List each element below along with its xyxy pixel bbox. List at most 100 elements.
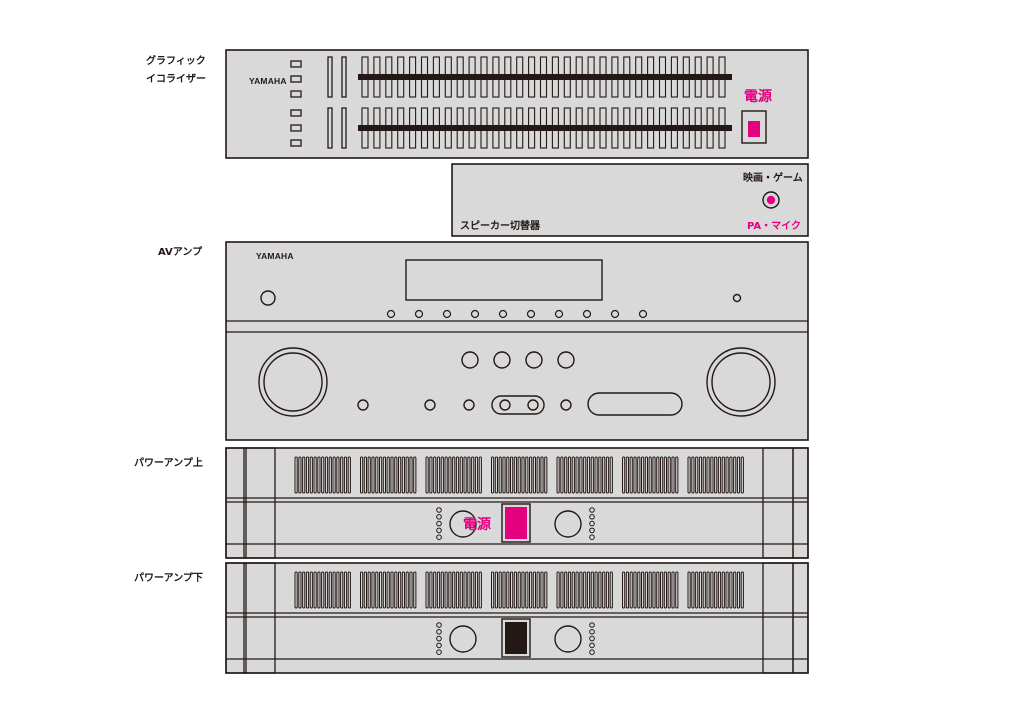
vent-slot [347, 456, 351, 494]
power-amp-upper-power: 電源 [463, 503, 531, 543]
vent-slot [467, 571, 471, 609]
vent-slot [405, 456, 409, 494]
vent-slot [714, 571, 718, 609]
av-amp-tone-knob[interactable] [525, 351, 543, 369]
vent-slot [698, 456, 703, 494]
av-amp-small-button[interactable] [560, 399, 572, 411]
vent-slot [321, 571, 325, 609]
vent-slot [609, 571, 613, 609]
vent-slot [517, 571, 521, 609]
vent-slot [513, 456, 517, 494]
vent-slot [347, 571, 351, 609]
vent-slot [729, 571, 733, 609]
vent-slot [652, 571, 656, 609]
vent-slot [652, 456, 656, 494]
vent-slot [656, 456, 660, 494]
vent-slot [363, 571, 367, 609]
level-fader[interactable] [327, 107, 333, 149]
input-select-button[interactable] [554, 309, 564, 319]
vent-slot [656, 571, 660, 609]
equalizer-power-switch[interactable] [741, 110, 767, 144]
vent-slot [309, 456, 313, 494]
vent-slot [491, 456, 495, 494]
input-select-button[interactable] [414, 309, 424, 319]
vent-slot [491, 571, 495, 609]
av-amp-jack[interactable] [527, 399, 539, 411]
vent-slot [637, 571, 641, 609]
graphic-equalizer: YAMAHA 電源 [225, 49, 809, 159]
speaker-switcher-title: スピーカー切替器 [460, 219, 541, 232]
input-select-button[interactable] [386, 309, 396, 319]
speaker-switcher-panel [451, 163, 809, 237]
vent-slot [687, 456, 691, 494]
led-indicator [589, 649, 595, 656]
av-amp-tone-knob[interactable] [493, 351, 511, 369]
vent-slot [324, 456, 329, 494]
input-select-button[interactable] [442, 309, 452, 319]
vent-slot [425, 571, 429, 609]
vent-slot [502, 456, 506, 494]
vent-slot [448, 456, 452, 494]
av-amp-power-button[interactable] [260, 290, 276, 306]
vent-slot [590, 456, 594, 494]
led-indicator [589, 527, 595, 534]
gain-knob-left[interactable] [449, 625, 477, 653]
level-fader[interactable] [327, 56, 333, 98]
input-select-button[interactable] [498, 309, 508, 319]
vent-slot [494, 456, 498, 494]
vent-slot [517, 456, 521, 494]
led-indicator [436, 514, 442, 520]
input-select-button[interactable] [582, 309, 592, 319]
vent-slot [644, 571, 648, 609]
led-indicator [589, 534, 595, 541]
input-select-button[interactable] [470, 309, 480, 319]
vent-slot [394, 456, 398, 494]
label-av-amp: AVアンプ [158, 245, 203, 258]
vent-slot [564, 456, 568, 494]
input-select-button[interactable] [610, 309, 620, 319]
vent-slot [536, 456, 540, 494]
vent-slot [506, 571, 510, 609]
av-amp-small-button[interactable] [357, 399, 369, 411]
av-amp-tone-knob[interactable] [461, 351, 479, 369]
gain-knob-right[interactable] [554, 510, 582, 538]
av-amp-tone-knob[interactable] [557, 351, 575, 369]
power-amp-upper-power-label: 電源 [463, 516, 491, 533]
level-fader[interactable] [341, 56, 347, 98]
indicator-led [290, 90, 302, 98]
vent-slot [698, 571, 703, 609]
gain-knob-left[interactable] [449, 510, 477, 538]
level-fader[interactable] [341, 107, 347, 149]
gain-knob-right[interactable] [554, 625, 582, 653]
vent-slot [429, 456, 433, 494]
led-indicator [589, 635, 595, 642]
input-select-button[interactable] [638, 309, 648, 319]
vent-slot [382, 456, 386, 494]
av-amp-small-button[interactable] [463, 399, 475, 411]
slider-center-bar [358, 74, 732, 80]
vent-slot [556, 571, 560, 609]
vent-slot [644, 456, 648, 494]
slider-center-bar [358, 125, 732, 131]
vent-slot [691, 456, 695, 494]
av-amp-volume-dial-inner [711, 352, 771, 412]
switch-position-pa-mic: PA・マイク [747, 220, 801, 232]
vent-slot [579, 571, 583, 609]
av-amp-jack[interactable] [499, 399, 511, 411]
vent-slot [294, 456, 298, 494]
vent-slot [605, 456, 610, 494]
equalizer-level-faders [327, 56, 347, 149]
input-select-button[interactable] [526, 309, 536, 319]
vent-slot [360, 571, 364, 609]
vent-slot [440, 571, 444, 609]
vent-slot [302, 571, 306, 609]
vent-slot [540, 456, 544, 494]
vent-slot [529, 456, 533, 494]
vent-slot [474, 456, 479, 494]
av-amp-small-button[interactable] [424, 399, 436, 411]
vent-slot [401, 571, 405, 609]
vent-slot [367, 456, 371, 494]
vent-slot [409, 456, 413, 494]
power-amp-lower-power-indicator [505, 622, 527, 654]
vent-slot [675, 456, 679, 494]
